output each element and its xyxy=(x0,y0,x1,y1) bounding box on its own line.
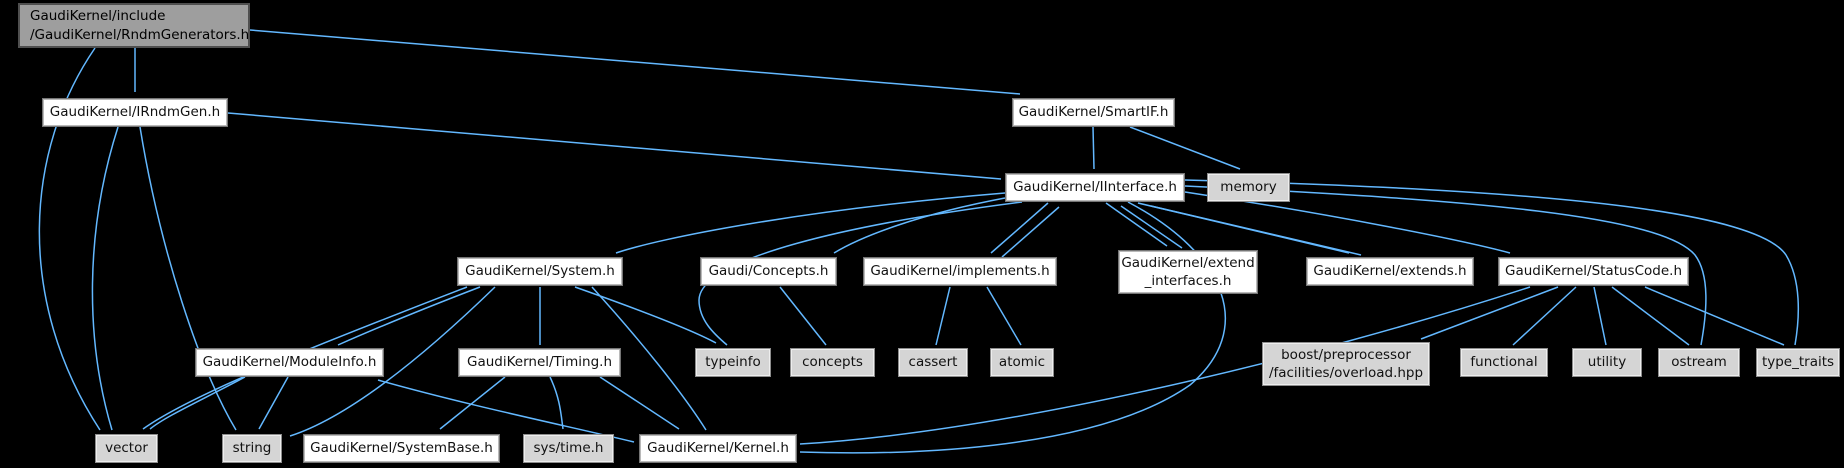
edge-irndmgen-to-vector xyxy=(91,126,119,431)
edge-iinterface-to-extend_interfaces xyxy=(1105,202,1168,247)
edge-statuscode-to-utility xyxy=(1593,286,1607,346)
graph-node-implements[interactable]: GaudiKernel/implements.h xyxy=(863,257,1057,286)
graph-node-memory[interactable]: memory xyxy=(1207,173,1290,202)
graph-node-string[interactable]: string xyxy=(222,434,282,463)
edge-iinterface-to-system xyxy=(615,192,1006,254)
graph-node-extends[interactable]: GaudiKernel/extends.h xyxy=(1306,257,1474,286)
edge-statuscode-to-functional xyxy=(1512,286,1577,346)
graph-node-concepts[interactable]: concepts xyxy=(790,348,875,377)
edge-iinterface-to-type_traits xyxy=(1184,179,1800,346)
graph-node-timing[interactable]: GaudiKernel/Timing.h xyxy=(458,348,621,377)
graph-node-typeinfo[interactable]: typeinfo xyxy=(695,348,771,377)
edge-smartif-to-memory xyxy=(1129,126,1241,170)
edge-iinterface-to-ostream xyxy=(1184,185,1707,346)
edge-timing-to-systembase xyxy=(439,376,506,430)
graph-node-concepts_h[interactable]: Gaudi/Concepts.h xyxy=(700,257,837,286)
edge-extend_interfaces-to-iinterface xyxy=(1120,205,1183,249)
edge-system-to-typeinfo xyxy=(574,286,717,344)
edge-timing-to-sys_time xyxy=(549,376,564,430)
edge-moduleinfo-to-kernel xyxy=(377,379,635,443)
edge-irndmgen-to-iinterface xyxy=(227,112,1002,180)
edge-iinterface-to-implements xyxy=(990,202,1049,254)
graph-node-type_traits[interactable]: type_traits xyxy=(1756,348,1840,377)
edge-moduleinfo-to-string xyxy=(258,376,289,430)
graph-node-smartif[interactable]: GaudiKernel/SmartIF.h xyxy=(1012,98,1175,127)
edge-smartif-to-iinterface xyxy=(1092,126,1095,170)
graph-node-sys_time[interactable]: sys/time.h xyxy=(523,434,614,463)
graph-node-vector[interactable]: vector xyxy=(95,434,158,463)
edge-implements-to-atomic xyxy=(986,286,1022,346)
edge-iinterface-to-concepts_h xyxy=(833,197,1006,254)
edge-extends-to-iinterface xyxy=(1150,205,1362,256)
graph-node-iinterface[interactable]: GaudiKernel/IInterface.h xyxy=(1005,173,1185,202)
graph-node-cassert[interactable]: cassert xyxy=(898,348,968,377)
graph-node-extend_interfaces[interactable]: GaudiKernel/extend _interfaces.h xyxy=(1118,250,1258,294)
graph-node-functional[interactable]: functional xyxy=(1460,348,1548,377)
edge-root-to-smartif xyxy=(249,29,1021,95)
graph-node-statuscode[interactable]: GaudiKernel/StatusCode.h xyxy=(1498,257,1689,286)
edge-statuscode-to-ostream xyxy=(1611,286,1690,346)
graph-node-root: GaudiKernel/include /GaudiKernel/RndmGen… xyxy=(18,3,250,48)
graph-node-ostream[interactable]: ostream xyxy=(1658,348,1740,377)
graph-node-boost_overload[interactable]: boost/preprocessor /facilities/overload.… xyxy=(1262,342,1430,386)
edge-moduleinfo-to-vector xyxy=(149,376,246,430)
graph-node-moduleinfo[interactable]: GaudiKernel/ModuleInfo.h xyxy=(195,348,384,377)
graph-node-atomic[interactable]: atomic xyxy=(990,348,1054,377)
edge-timing-to-kernel xyxy=(599,376,680,430)
edge-implements-to-iinterface xyxy=(1001,206,1060,258)
edge-statuscode-to-boost_overload xyxy=(1420,286,1559,340)
graph-node-system[interactable]: GaudiKernel/System.h xyxy=(457,257,623,286)
edge-irndmgen-to-string xyxy=(139,126,237,431)
edge-root-to-vector xyxy=(38,47,101,431)
graph-node-irndmgen[interactable]: GaudiKernel/IRndmGen.h xyxy=(42,98,228,127)
graph-node-kernel[interactable]: GaudiKernel/Kernel.h xyxy=(639,434,797,463)
edge-system-to-moduleinfo xyxy=(337,286,481,346)
edge-statuscode-to-kernel xyxy=(799,286,1531,445)
graph-node-systembase[interactable]: GaudiKernel/SystemBase.h xyxy=(303,434,500,463)
edge-statuscode-to-type_traits xyxy=(1644,286,1785,346)
edge-concepts_h-to-concepts xyxy=(779,286,827,346)
graph-node-utility[interactable]: utility xyxy=(1572,348,1642,377)
edge-system-to-string xyxy=(289,286,496,437)
edge-iinterface-to-kernel xyxy=(799,201,1227,454)
edge-implements-to-cassert xyxy=(935,286,951,346)
edge-system-to-kernel xyxy=(591,286,707,431)
